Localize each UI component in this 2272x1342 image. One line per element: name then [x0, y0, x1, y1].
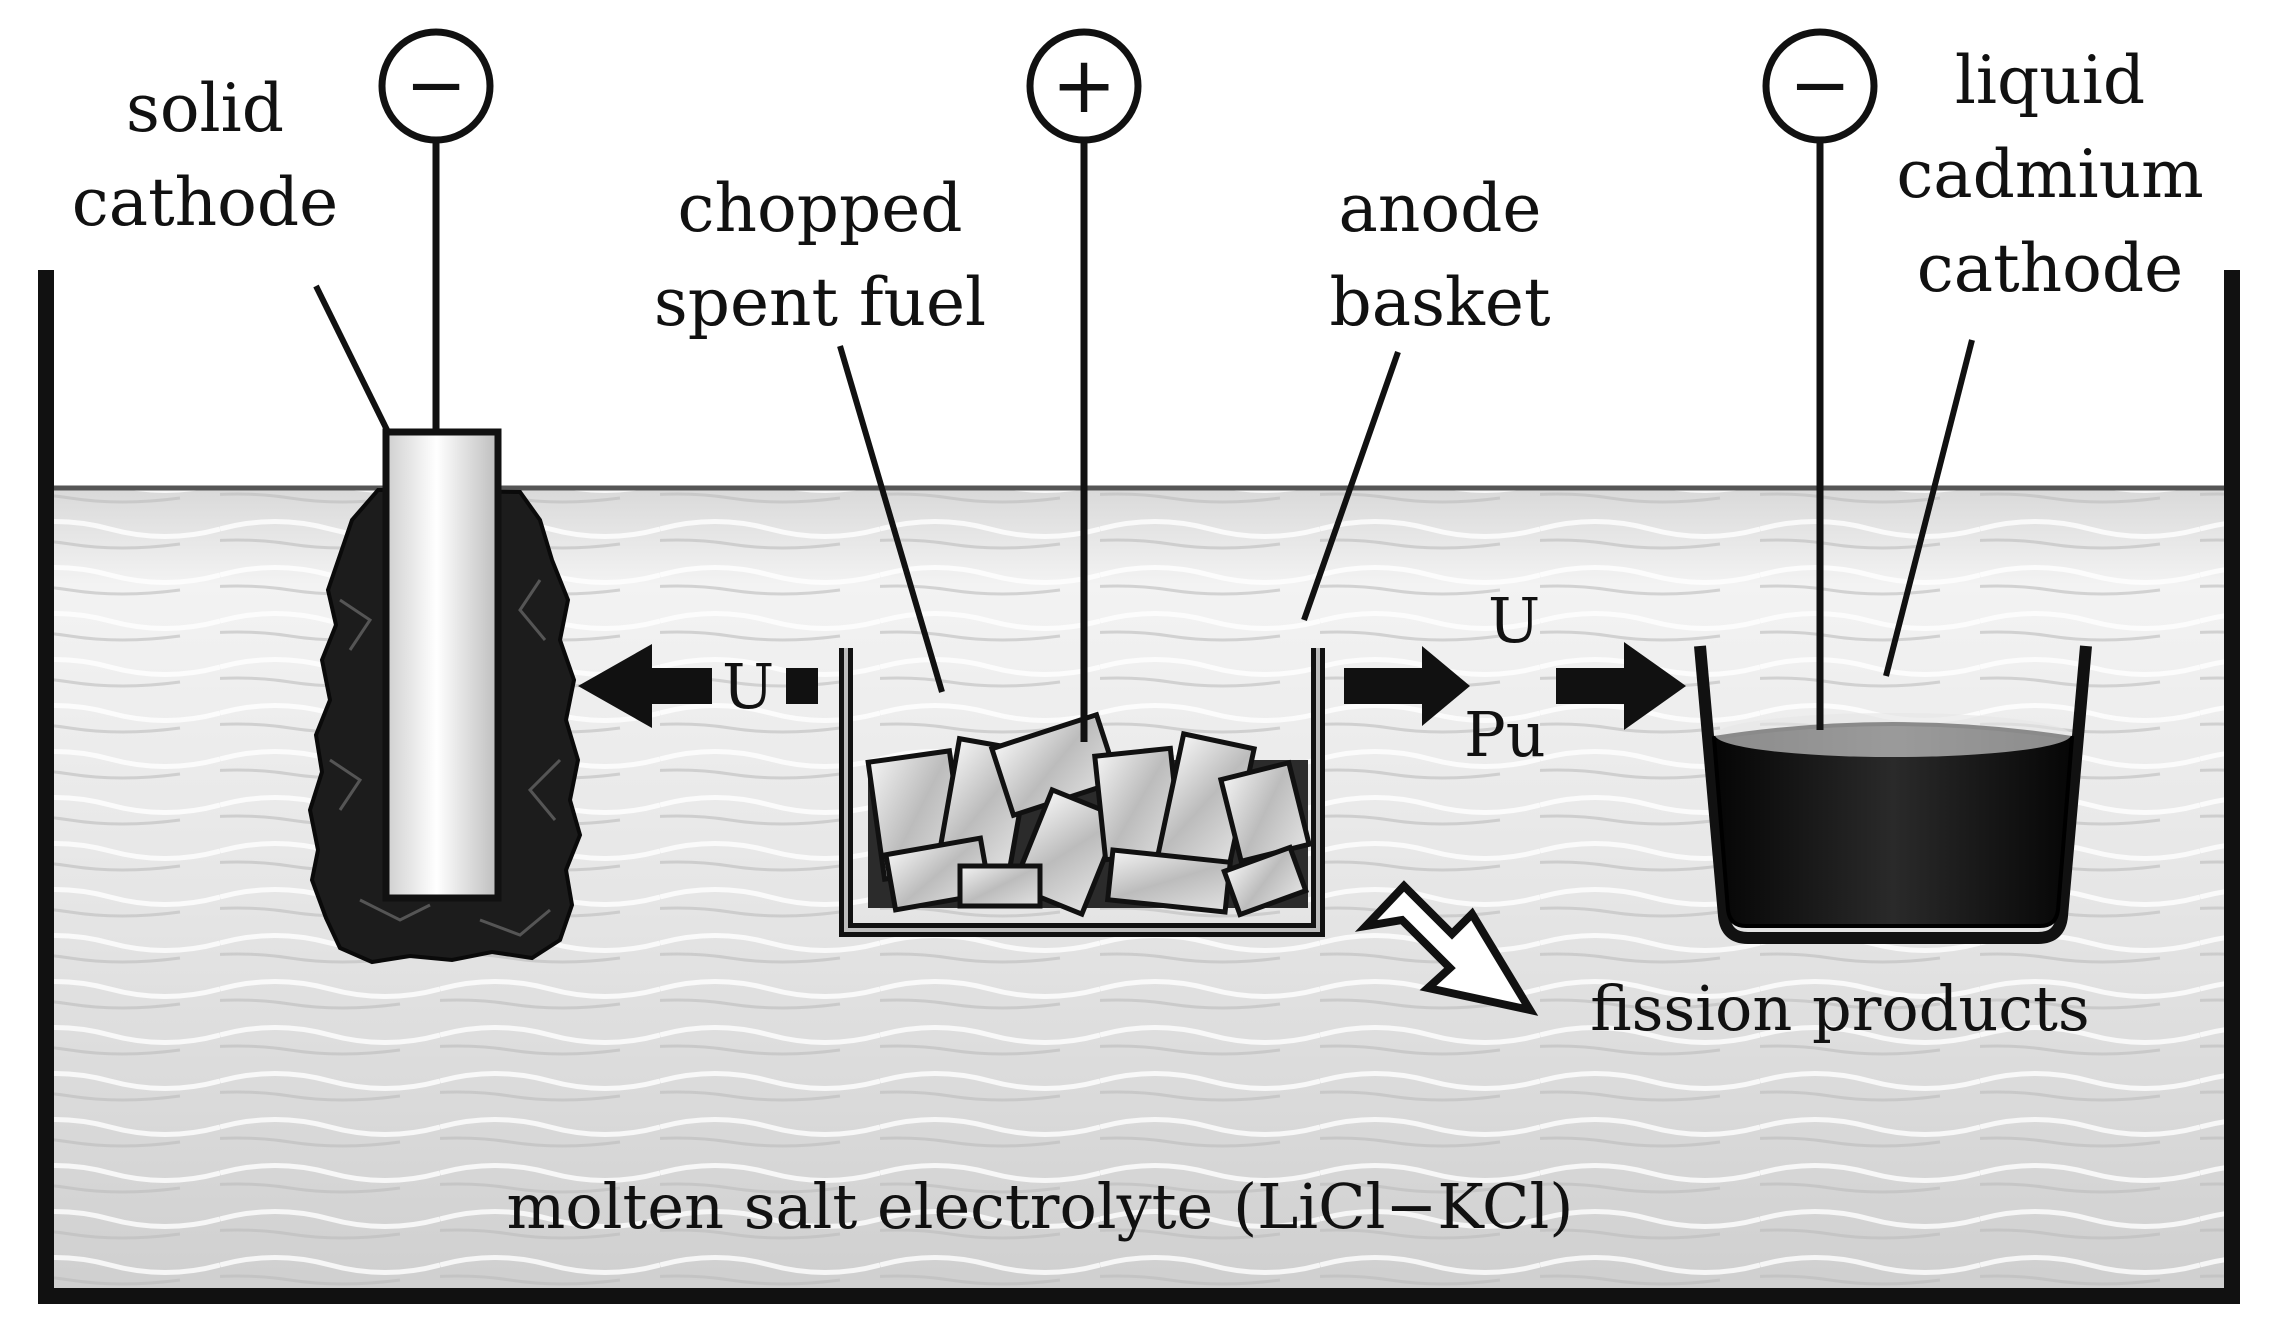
flow-u-solid: U: [722, 650, 775, 723]
arrow-u-to-solid-cathode: [578, 644, 712, 728]
solid-cathode-leader: [313, 284, 391, 434]
deposit-texture: [329, 579, 562, 937]
liquid-cathode-terminal: [1762, 28, 1878, 144]
liquid-cathode-leader: [1883, 339, 1975, 677]
solid-cathode-polarity: −: [405, 42, 467, 128]
solid-cathode-label: solid cathode: [71, 70, 339, 241]
anode-basket-label: anode basket: [1329, 170, 1551, 341]
chopped-fuel-pile: [865, 711, 1313, 918]
cadmium-crucible: [1694, 645, 2092, 944]
electrolyte-label: molten salt electrolyte (LiCl−KCl): [506, 1170, 1574, 1243]
fission-products-label: fission products: [1590, 972, 2090, 1045]
arrow-to-liquid-cathode-1: [1344, 646, 1470, 726]
arrow-u-tail: [786, 668, 818, 704]
arrow-to-liquid-cathode-2: [1556, 642, 1686, 730]
anode-polarity: +: [1051, 41, 1116, 131]
chopped-fuel-label: chopped spent fuel: [653, 170, 987, 341]
vessel-wall: [38, 270, 2240, 1304]
arrow-fission-products: [1354, 880, 1539, 1016]
flow-u-liquid: U: [1488, 584, 1541, 657]
liquid-cadmium-cathode-label: liquid cadmium cathode: [1896, 42, 2204, 307]
chopped-fuel-leader: [837, 345, 945, 693]
liquid-cathode-polarity: −: [1789, 42, 1851, 128]
cadmium-surface: [1715, 713, 2071, 757]
anode-basket-highlight: [844, 648, 1320, 932]
anode-basket-leader: [1301, 351, 1401, 621]
solid-cathode-rod: [382, 428, 502, 902]
solid-cathode-terminal: [378, 28, 494, 144]
anode-terminal: [1026, 28, 1142, 144]
flow-pu-liquid: Pu: [1464, 698, 1546, 771]
